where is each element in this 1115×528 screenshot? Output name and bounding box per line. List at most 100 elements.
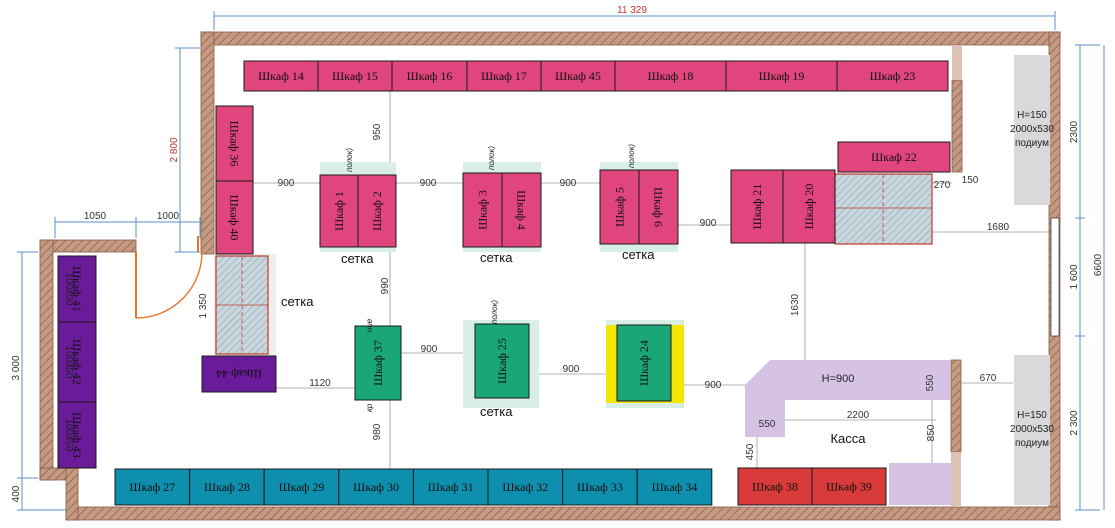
cabinet-bottom-2: Шкаф 28 [189,468,265,506]
polok-label-1: полок) [345,148,354,172]
cabinet-bottom-4-label: Шкаф 30 [353,480,399,494]
cabinet-top-4-label: Шкаф 17 [481,69,527,83]
podium-top-label: подиум [1015,138,1049,149]
dim-900-e: 900 [421,344,438,355]
dim-1680: 1680 [987,222,1010,233]
dim-900-c: 900 [560,178,577,189]
cabinet-39-label: Шкаф 39 [826,480,872,494]
cabinet-top-8-label: Шкаф 23 [870,69,916,83]
cabinet-bottom-1: Шкаф 27 [114,468,191,506]
cabinet-37-label: Шкаф 37 [371,340,385,386]
cabinet-42-size: 100x50 [63,346,74,379]
cabinet-top-1: Шкаф 14 [243,60,319,92]
dim-550-b: 550 [759,419,776,430]
cabinet-5: Шкаф 5 [599,169,640,245]
interior-guides [253,90,1049,470]
polok-label-3: полок) [627,144,636,168]
entrance-door [135,236,203,319]
dim-980: 980 [372,423,383,440]
cabinet-5-label: Шкаф 5 [613,187,627,227]
dim-2200: 2200 [847,410,870,421]
cabinet-22-label: Шкаф 22 [871,150,917,164]
podium-top-h: H=150 [1017,110,1047,121]
counter-height: H=900 [822,373,855,385]
cabinet-bottom-7-label: Шкаф 33 [577,480,623,494]
wall-annex-step [65,467,79,521]
cabinet-24: Шкаф 24 [616,324,672,402]
column-top-right [952,45,962,80]
cabinet-24-label: Шкаф 24 [637,340,651,386]
dim-850: 850 [926,424,937,441]
dim-2800: 2 800 [169,137,180,162]
podium-bottom-label: подиум [1015,438,1049,449]
cabinet-41-label: Шкаф 41 [70,266,84,312]
cabinet-bottom-1-label: Шкаф 27 [129,480,175,494]
cabinet-top-5: Шкаф 45 [540,60,616,92]
cabinet-bottom-5: Шкаф 31 [412,468,489,506]
nie-label: ние [365,318,374,332]
walls [39,31,1061,521]
dim-1050: 1050 [84,211,107,222]
cabinet-41: Шкаф 41 [57,255,97,323]
cabinet-21: Шкаф 21 [730,169,784,244]
dim-900-g: 900 [705,380,722,391]
cabinet-bottom-3: Шкаф 29 [263,468,340,506]
cabinet-6: Шкаф 6 [638,169,679,245]
partition-right-top [951,79,963,173]
dim-total-width: 11 329 [617,5,647,16]
wall-annex-left [39,239,54,481]
wall-annex-top [39,239,137,253]
dim-950: 950 [372,123,383,140]
cabinet-bottom-8-label: Шкаф 34 [652,480,698,494]
cabinet-38: Шкаф 38 [737,467,813,506]
cabinet-25: Шкаф 25 [474,323,530,399]
cabinet-top-2: Шкаф 15 [317,60,393,92]
cabinet-44: Шкаф 44 [201,355,277,393]
cabinet-39: Шкаф 39 [811,467,887,506]
cabinet-top-1-label: Шкаф 14 [258,69,304,83]
cabinet-bottom-2-label: Шкаф 28 [204,480,250,494]
dim-900-b: 900 [420,178,437,189]
cabinet-20-label: Шкаф 20 [802,184,816,230]
dim-1000: 1000 [157,211,180,222]
dim-1120: 1120 [309,378,331,389]
dim-1630: 1630 [790,293,801,316]
dim-150: 150 [962,175,979,186]
dim-right-1600: 1 600 [1069,264,1080,289]
wall-top [200,31,1061,46]
cabinet-42-label: Шкаф 42 [70,339,84,385]
wall-left-upper [200,31,215,255]
podium-top: H=150 2000x530 подиум [1010,55,1054,205]
setka-label-4: сетка [281,294,314,309]
column-bottom-right [951,452,961,507]
cabinet-25-label: Шкаф 25 [495,338,509,384]
podium-top-size: 2000x530 [1010,124,1054,135]
cabinet-44-label: Шкаф 44 [216,367,262,381]
podium-bottom-size: 2000x530 [1010,424,1054,435]
cabinet-top-7-label: Шкаф 19 [759,69,805,83]
cabinet-2-label: Шкаф 2 [370,191,384,231]
cabinet-bottom-5-label: Шкаф 31 [428,480,474,494]
cabinet-1: Шкаф 1 [319,174,359,248]
cabinet-top-6-label: Шкаф 18 [648,69,694,83]
cabinet-top-6: Шкаф 18 [614,60,727,92]
cabinet-3: Шкаф 3 [462,172,503,248]
podium-bottom: H=150 2000x530 подиум [1010,355,1054,505]
wall-bottom [65,506,1061,521]
cabinet-43-label: Шкаф 43 [70,412,84,458]
dim-550-a: 550 [925,374,936,391]
cabinet-42: Шкаф 42 [57,321,97,403]
dim-right-2300-top: 2300 [1069,120,1080,143]
dim-450: 450 [745,443,756,460]
dim-400: 400 [11,485,22,502]
mesh-display-left [214,254,276,358]
cabinet-top-7: Шкаф 19 [725,60,838,92]
cabinet-bottom-3-label: Шкаф 29 [279,480,325,494]
setka-label-1: сетка [341,251,374,266]
cash-counter: H=900 Касса [745,360,951,505]
cabinet-4: Шкаф 4 [501,172,542,248]
cabinet-37: Шкаф 37 [354,325,402,401]
dim-900-a: 900 [278,178,295,189]
